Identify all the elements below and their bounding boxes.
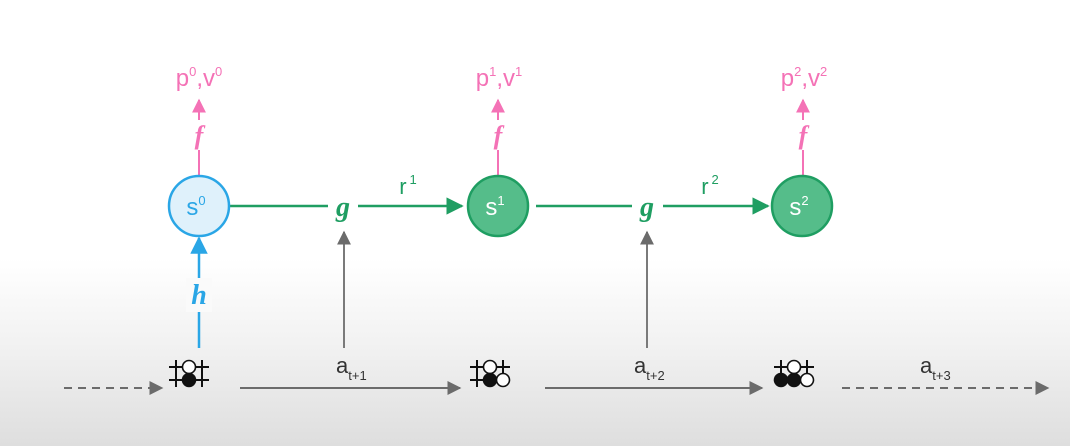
- white-stone: [786, 359, 802, 375]
- state-1-label: s1: [485, 193, 504, 221]
- f-backdrop-2: [790, 120, 816, 150]
- black-stone: [181, 372, 197, 388]
- action-3-base: a: [920, 353, 933, 378]
- sep-2: ,: [801, 65, 808, 92]
- value-1: v: [503, 65, 515, 92]
- policy-2: p: [781, 65, 794, 92]
- state-0-circle: [167, 174, 231, 238]
- white-stone: [482, 359, 498, 375]
- hidden-state-2: s2: [770, 174, 834, 238]
- go-board-2: [773, 359, 815, 388]
- value-0-sup: 0: [215, 64, 222, 79]
- prediction-branch-1: f: [485, 98, 511, 176]
- policy-2-sup: 2: [794, 64, 801, 79]
- prediction-branch-2: f: [790, 98, 816, 176]
- reward-2-base: r: [701, 174, 708, 199]
- representation-function-label: h: [191, 280, 207, 311]
- value-0: v: [203, 65, 215, 92]
- sep-0: ,: [196, 65, 203, 92]
- prediction-function-label-0: f: [195, 121, 206, 150]
- state-2-circle: [770, 174, 834, 238]
- prediction-output-0: p0,v0: [176, 64, 223, 92]
- black-stone: [786, 372, 802, 388]
- action-label-1: at+1: [336, 353, 367, 383]
- policy-1-sup: 1: [489, 64, 496, 79]
- action-2-base: a: [634, 353, 647, 378]
- state-0-base: s: [186, 194, 198, 221]
- state-1-circle: [466, 174, 530, 238]
- dynamics-function-label-2: g: [639, 192, 654, 223]
- reward-1-sup: 1: [410, 172, 417, 187]
- prediction-output-2: p2,v2: [781, 64, 828, 92]
- go-board-0: [169, 359, 209, 388]
- hidden-state-1: s1: [466, 174, 530, 238]
- white-stone: [495, 372, 511, 388]
- reward-1-base: r: [399, 174, 406, 199]
- white-stone: [181, 359, 197, 375]
- state-1-base: s: [485, 194, 497, 221]
- value-2-sup: 2: [820, 64, 827, 79]
- prediction-branch-0: f: [186, 98, 212, 176]
- reward-2-sup: 2: [712, 172, 719, 187]
- state-2-label: s2: [789, 193, 808, 221]
- prediction-output-1: p1,v1: [476, 64, 523, 92]
- action-1-base: a: [336, 353, 349, 378]
- state-2-base: s: [789, 194, 801, 221]
- policy-1: p: [476, 65, 489, 92]
- policy-0-sup: 0: [189, 64, 196, 79]
- black-stone: [482, 372, 498, 388]
- prediction-function-label-1: f: [494, 121, 505, 150]
- hidden-state-0: s0: [167, 174, 231, 238]
- white-stone: [799, 372, 815, 388]
- dynamics-function-label-1: g: [335, 192, 350, 223]
- state-2-sup: 2: [801, 193, 808, 208]
- prediction-function-label-2: f: [799, 121, 810, 150]
- action-label-2: at+2: [634, 353, 665, 383]
- f-backdrop-1: [485, 120, 511, 150]
- action-2-sub: t+2: [646, 368, 664, 383]
- state-0-label: s0: [186, 193, 205, 221]
- policy-0: p: [176, 65, 189, 92]
- state-0-sup: 0: [198, 193, 205, 208]
- go-board-1: [470, 359, 511, 388]
- f-backdrop-0: [186, 120, 212, 150]
- value-2: v: [808, 65, 820, 92]
- sep-1: ,: [496, 65, 503, 92]
- black-stone: [773, 372, 789, 388]
- value-1-sup: 1: [515, 64, 522, 79]
- action-1-sub: t+1: [348, 368, 366, 383]
- action-label-3: at+3: [920, 353, 951, 383]
- state-1-sup: 1: [497, 193, 504, 208]
- h-label-backdrop: [186, 278, 212, 312]
- action-3-sub: t+3: [932, 368, 950, 383]
